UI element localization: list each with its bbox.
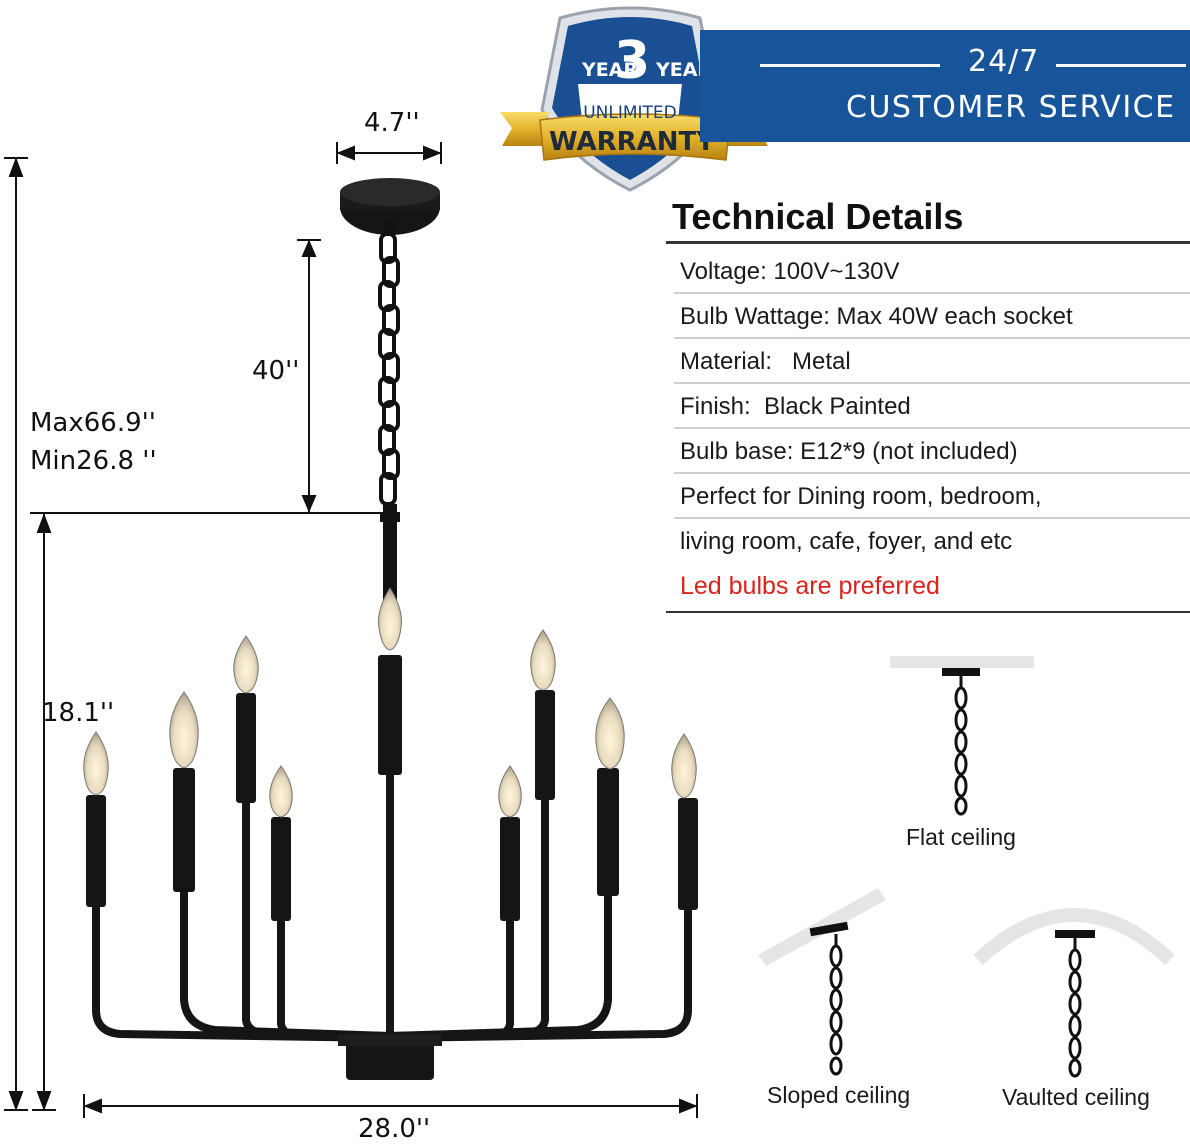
banner-rule-left: [760, 64, 940, 67]
chain-length-label: 40'': [252, 356, 300, 386]
led-bulbs-note: Led bulbs are preferred: [680, 572, 940, 600]
customer-service-banner: [700, 30, 1190, 142]
banner-hours: 24/7: [968, 44, 1040, 79]
ceiling-mount-diagrams: [758, 656, 1175, 1078]
badge-unlimited: UNLIMITED: [583, 103, 677, 123]
technical-details-title: Technical Details: [672, 196, 964, 237]
technical-details-rule-bottom: [666, 611, 1190, 613]
spec-row-material: Material: Metal: [674, 339, 1190, 384]
spec-row-wattage: Bulb Wattage: Max 40W each socket: [674, 294, 1190, 339]
technical-details-rule-top: [666, 241, 1190, 244]
spec-row-bulb-base: Bulb base: E12*9 (not included): [674, 429, 1190, 474]
banner-service: CUSTOMER SERVICE: [846, 90, 1176, 125]
badge-number: 3: [614, 31, 650, 91]
min-height-label: Min26.8 '': [30, 446, 157, 476]
body-height-label: 18.1'': [42, 698, 115, 728]
banner-rule-right: [1056, 64, 1186, 67]
spec-row-usage-1: Perfect for Dining room, bedroom,: [674, 474, 1190, 519]
vaulted-ceiling-label: Vaulted ceiling: [1002, 1084, 1150, 1110]
max-height-label: Max66.9'': [30, 408, 156, 438]
spec-row-usage-2: living room, cafe, foyer, and etc: [680, 528, 1013, 555]
flat-ceiling-label: Flat ceiling: [906, 824, 1016, 850]
badge-year-left: YEAR: [581, 59, 638, 81]
warranty-badge: YEAR 3 YEAR UNLIMITED WARRANTY: [500, 6, 770, 192]
badge-warranty: WARRANTY: [549, 127, 716, 157]
spec-row-finish: Finish: Black Painted: [674, 384, 1190, 429]
badge-year-right: YEAR: [655, 59, 712, 81]
sloped-ceiling-label: Sloped ceiling: [767, 1082, 911, 1108]
width-label: 28.0'': [358, 1114, 431, 1144]
spec-row-voltage: Voltage: 100V~130V: [674, 249, 1190, 294]
canopy-width-label: 4.7'': [364, 108, 420, 138]
dimension-lines: [4, 142, 698, 1118]
chandelier-illustration: [83, 178, 698, 1080]
